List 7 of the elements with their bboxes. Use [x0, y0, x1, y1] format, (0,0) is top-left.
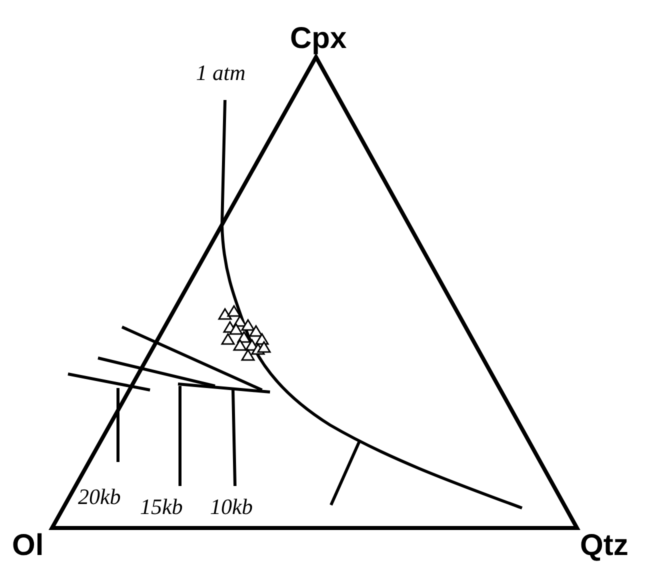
pressure-label: 15kb	[140, 496, 183, 518]
pressure-label: 20kb	[78, 486, 121, 508]
vertex-label: Ol	[12, 531, 44, 561]
vertex-label: Qtz	[580, 531, 628, 561]
curve-label: 1 atm	[196, 62, 246, 84]
pressure-label: 10kb	[210, 496, 253, 518]
vertex-label: Cpx	[290, 24, 347, 54]
